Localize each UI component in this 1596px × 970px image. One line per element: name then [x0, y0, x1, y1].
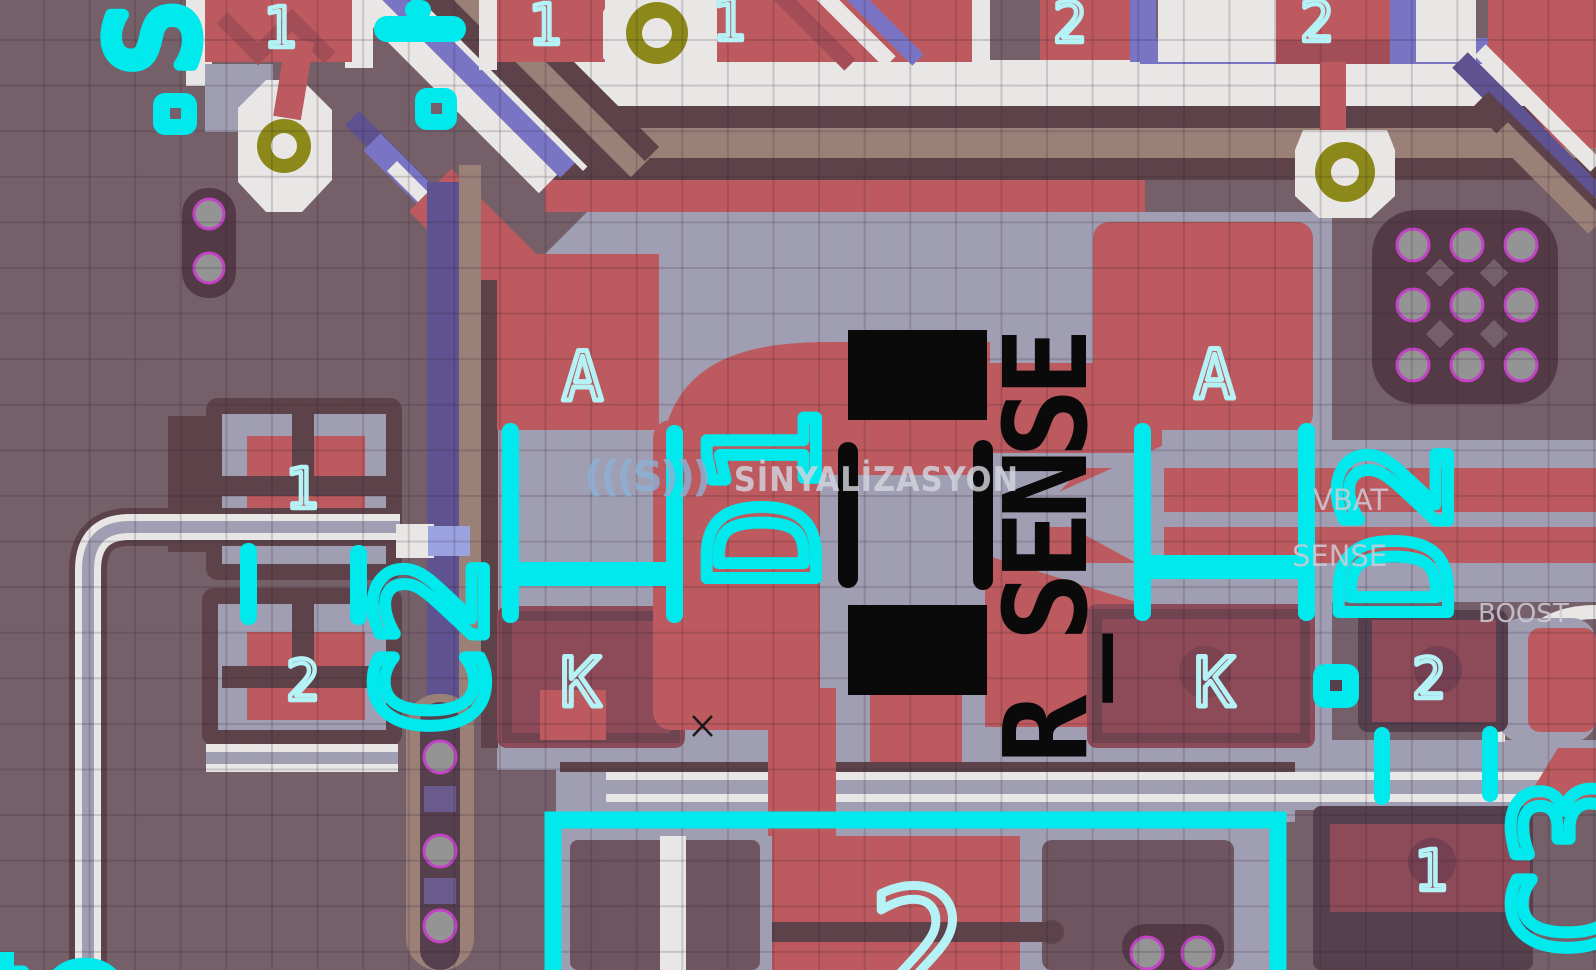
c2-pad2-number: 2 — [286, 649, 320, 714]
via[interactable] — [1395, 287, 1431, 323]
r-sense-pad-top[interactable] — [848, 330, 987, 420]
pad-number: 1 — [263, 0, 297, 61]
silk-tick — [240, 543, 257, 625]
c2-pad1-number: 1 — [285, 457, 319, 522]
d2-anode-pad[interactable] — [1093, 222, 1313, 430]
net-label-vbat: VBAT — [1313, 483, 1388, 517]
connector-courtyard-outline — [544, 811, 1287, 970]
via[interactable] — [1129, 935, 1165, 970]
refdes-s-partial: S — [86, 2, 225, 74]
refdes-c3-partial: C3 — [1484, 777, 1596, 958]
connector-pad-2[interactable] — [772, 836, 1020, 970]
d2-silk-bar — [1134, 423, 1151, 621]
refdes-d2[interactable]: D2 — [1304, 435, 1490, 628]
via[interactable] — [192, 197, 226, 231]
d2-cathode-label: K — [1194, 644, 1235, 723]
silk-t-bar — [374, 16, 466, 42]
refdes-c2[interactable]: C2 — [340, 549, 526, 742]
olive-vias[interactable] — [257, 0, 1395, 218]
via[interactable] — [1449, 227, 1485, 263]
pad-number: 1 — [1414, 839, 1448, 904]
slate-wedge — [1030, 445, 1164, 578]
pad-number: 2 — [1053, 0, 1087, 56]
refdes-c5-partial: 5 — [0, 952, 156, 970]
pad-number: 2 — [1300, 0, 1334, 55]
via[interactable] — [1395, 347, 1431, 383]
net-label-boost: BOOST — [1478, 599, 1569, 629]
via[interactable] — [1449, 287, 1485, 323]
via[interactable] — [1449, 347, 1485, 383]
refdes-d1[interactable]: D1 — [672, 401, 858, 594]
via-grid-3x3[interactable] — [1372, 210, 1558, 404]
silk-tick — [1374, 727, 1390, 805]
silk-partial — [0, 952, 14, 970]
highlighted-trace-segment[interactable] — [396, 524, 470, 558]
via[interactable] — [1503, 227, 1539, 263]
bottom-right-pads[interactable] — [1313, 605, 1596, 970]
via[interactable] — [1503, 347, 1539, 383]
d2-anode-label: A — [1194, 336, 1235, 415]
pad-number: 1 — [712, 0, 746, 54]
silk-tick — [1482, 726, 1498, 802]
white-l-trace — [69, 508, 400, 970]
pad-top-4[interactable] — [1040, 0, 1142, 60]
d1-silk-crossbar — [502, 562, 683, 586]
d2-silk-crossbar — [1134, 555, 1315, 579]
via-pair[interactable] — [182, 188, 236, 298]
via[interactable] — [192, 251, 226, 285]
origin-x-marker — [692, 715, 713, 737]
d1-anode-label: A — [562, 338, 603, 417]
pad-top-2[interactable] — [497, 0, 605, 62]
pad-top-right-corner[interactable] — [1488, 0, 1596, 148]
via[interactable] — [1180, 935, 1216, 970]
pad-number: 2 — [1412, 647, 1446, 712]
silk-tick — [350, 545, 367, 625]
via[interactable] — [422, 833, 458, 869]
d1-cathode-label: K — [560, 644, 601, 723]
r-sense-pad-bottom[interactable] — [848, 605, 987, 695]
via-strip-column[interactable] — [406, 694, 474, 970]
component-r-sense[interactable]: R_SENSE — [838, 330, 1114, 764]
connector-pad2-number: 2 — [868, 855, 967, 970]
vbat-trace[interactable] — [1082, 468, 1596, 512]
silkscreen-graphics — [0, 0, 1498, 970]
via[interactable] — [1503, 287, 1539, 323]
pad-number: 1 — [528, 0, 562, 58]
top-pad-row[interactable] — [479, 0, 1596, 234]
vertical-traces — [427, 165, 498, 748]
via[interactable] — [1395, 227, 1431, 263]
component-d2-pads[interactable] — [1087, 222, 1315, 748]
d1-anode-pad[interactable] — [497, 254, 659, 430]
bottom-connector-region[interactable] — [560, 688, 1596, 970]
r-sense-label: R_SENSE — [980, 335, 1114, 764]
via[interactable] — [422, 908, 458, 944]
net-label-sense: SENSE — [1292, 539, 1387, 573]
via[interactable] — [422, 739, 458, 775]
